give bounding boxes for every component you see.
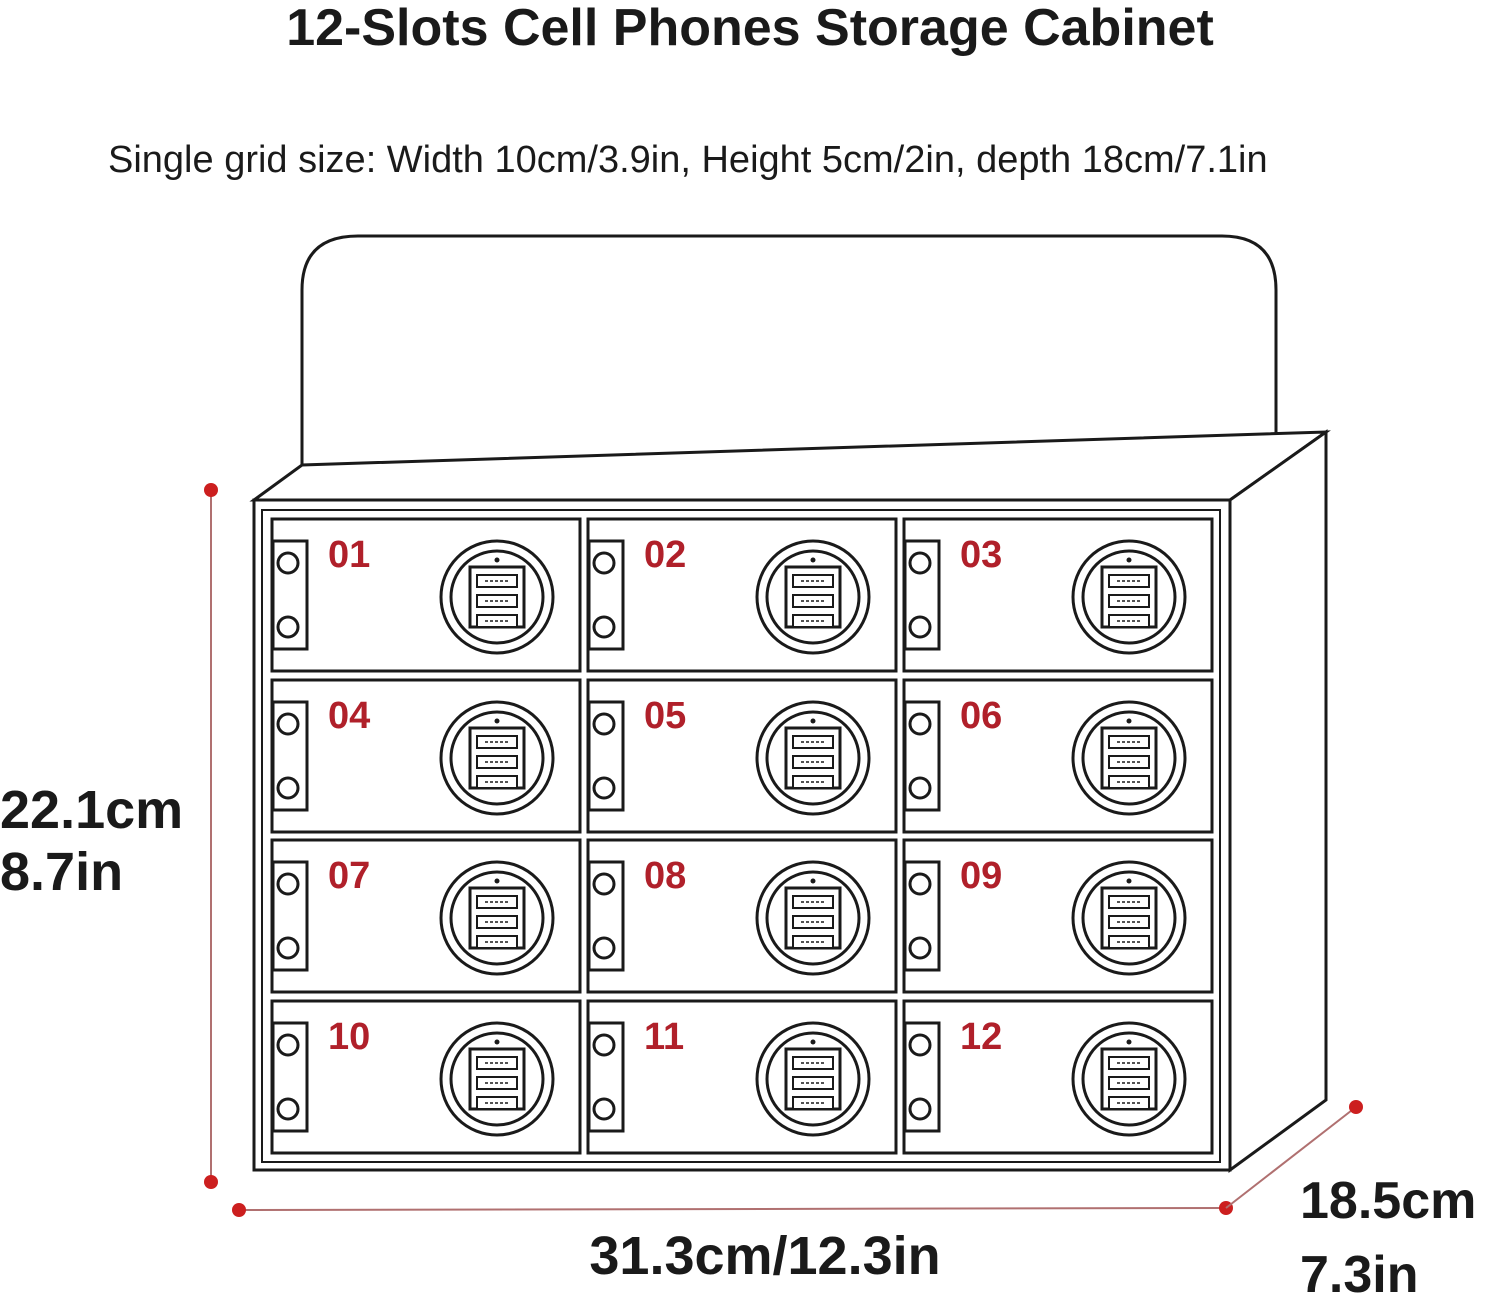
diagram-title: 12-Slots Cell Phones Storage Cabinet bbox=[286, 0, 1214, 57]
slot-number: 06 bbox=[960, 695, 1002, 737]
hinge-icon bbox=[271, 1021, 309, 1133]
slot-number: 08 bbox=[644, 855, 686, 897]
slot-number: 12 bbox=[960, 1016, 1002, 1058]
slot-number: 10 bbox=[328, 1016, 370, 1058]
slot-door-06[interactable]: 06 bbox=[902, 678, 1214, 834]
slot-door-12[interactable]: 12 bbox=[902, 999, 1214, 1155]
width-label: 31.3cm/12.3in bbox=[589, 1226, 940, 1286]
slot-door-07[interactable]: 07 bbox=[270, 838, 582, 994]
cabinet-top-face bbox=[249, 430, 1331, 502]
back-panel bbox=[300, 234, 1278, 470]
slot-number: 03 bbox=[960, 534, 1002, 576]
combination-lock-icon bbox=[1071, 1021, 1187, 1137]
slot-number: 01 bbox=[328, 534, 370, 576]
slot-number: 05 bbox=[644, 695, 686, 737]
hinge-icon bbox=[903, 700, 941, 812]
combination-lock-icon bbox=[755, 539, 871, 655]
slot-door-03[interactable]: 03 bbox=[902, 517, 1214, 673]
slot-number: 11 bbox=[644, 1016, 684, 1058]
hinge-icon bbox=[587, 700, 625, 812]
hinge-icon bbox=[587, 539, 625, 651]
slot-number: 04 bbox=[328, 695, 370, 737]
hinge-icon bbox=[587, 860, 625, 972]
slot-door-10[interactable]: 10 bbox=[270, 999, 582, 1155]
hinge-icon bbox=[587, 1021, 625, 1133]
combination-lock-icon bbox=[755, 860, 871, 976]
slot-number: 07 bbox=[328, 855, 370, 897]
depth-dimension-line bbox=[1225, 1106, 1357, 1209]
slot-door-05[interactable]: 05 bbox=[586, 678, 898, 834]
width-dimension-line bbox=[238, 1207, 1227, 1211]
hinge-icon bbox=[903, 860, 941, 972]
depth-label-cm: 18.5cm bbox=[1300, 1172, 1476, 1230]
slot-door-11[interactable]: 11 bbox=[586, 999, 898, 1155]
height-label-in: 8.7in bbox=[0, 842, 123, 902]
width-marker-left bbox=[232, 1203, 246, 1217]
combination-lock-icon bbox=[1071, 860, 1187, 976]
slot-door-01[interactable]: 01 bbox=[270, 517, 582, 673]
height-label-cm: 22.1cm bbox=[0, 780, 183, 840]
slot-door-09[interactable]: 09 bbox=[902, 838, 1214, 994]
slot-door-04[interactable]: 04 bbox=[270, 678, 582, 834]
combination-lock-icon bbox=[755, 700, 871, 816]
slot-number: 02 bbox=[644, 534, 686, 576]
cabinet-front-inner bbox=[261, 509, 1221, 1163]
depth-label-in: 7.3in bbox=[1300, 1246, 1419, 1299]
combination-lock-icon bbox=[1071, 539, 1187, 655]
slot-number: 09 bbox=[960, 855, 1002, 897]
hinge-icon bbox=[271, 860, 309, 972]
hinge-icon bbox=[271, 539, 309, 651]
combination-lock-icon bbox=[439, 1021, 555, 1137]
slot-door-02[interactable]: 02 bbox=[586, 517, 898, 673]
hinge-icon bbox=[271, 700, 309, 812]
height-marker-bottom bbox=[204, 1175, 218, 1189]
cabinet-side-face bbox=[1228, 429, 1328, 1173]
combination-lock-icon bbox=[439, 860, 555, 976]
height-marker-top bbox=[204, 483, 218, 497]
hinge-icon bbox=[903, 539, 941, 651]
grid-size-caption: Single grid size: Width 10cm/3.9in, Heig… bbox=[108, 139, 1268, 181]
combination-lock-icon bbox=[439, 539, 555, 655]
depth-marker-back bbox=[1349, 1100, 1363, 1114]
hinge-icon bbox=[903, 1021, 941, 1133]
slot-door-08[interactable]: 08 bbox=[586, 838, 898, 994]
combination-lock-icon bbox=[439, 700, 555, 816]
combination-lock-icon bbox=[1071, 700, 1187, 816]
slot-grid: 01 02 03 04 05 06 07 08 09 10 11 12 bbox=[270, 517, 1214, 1155]
combination-lock-icon bbox=[755, 1021, 871, 1137]
